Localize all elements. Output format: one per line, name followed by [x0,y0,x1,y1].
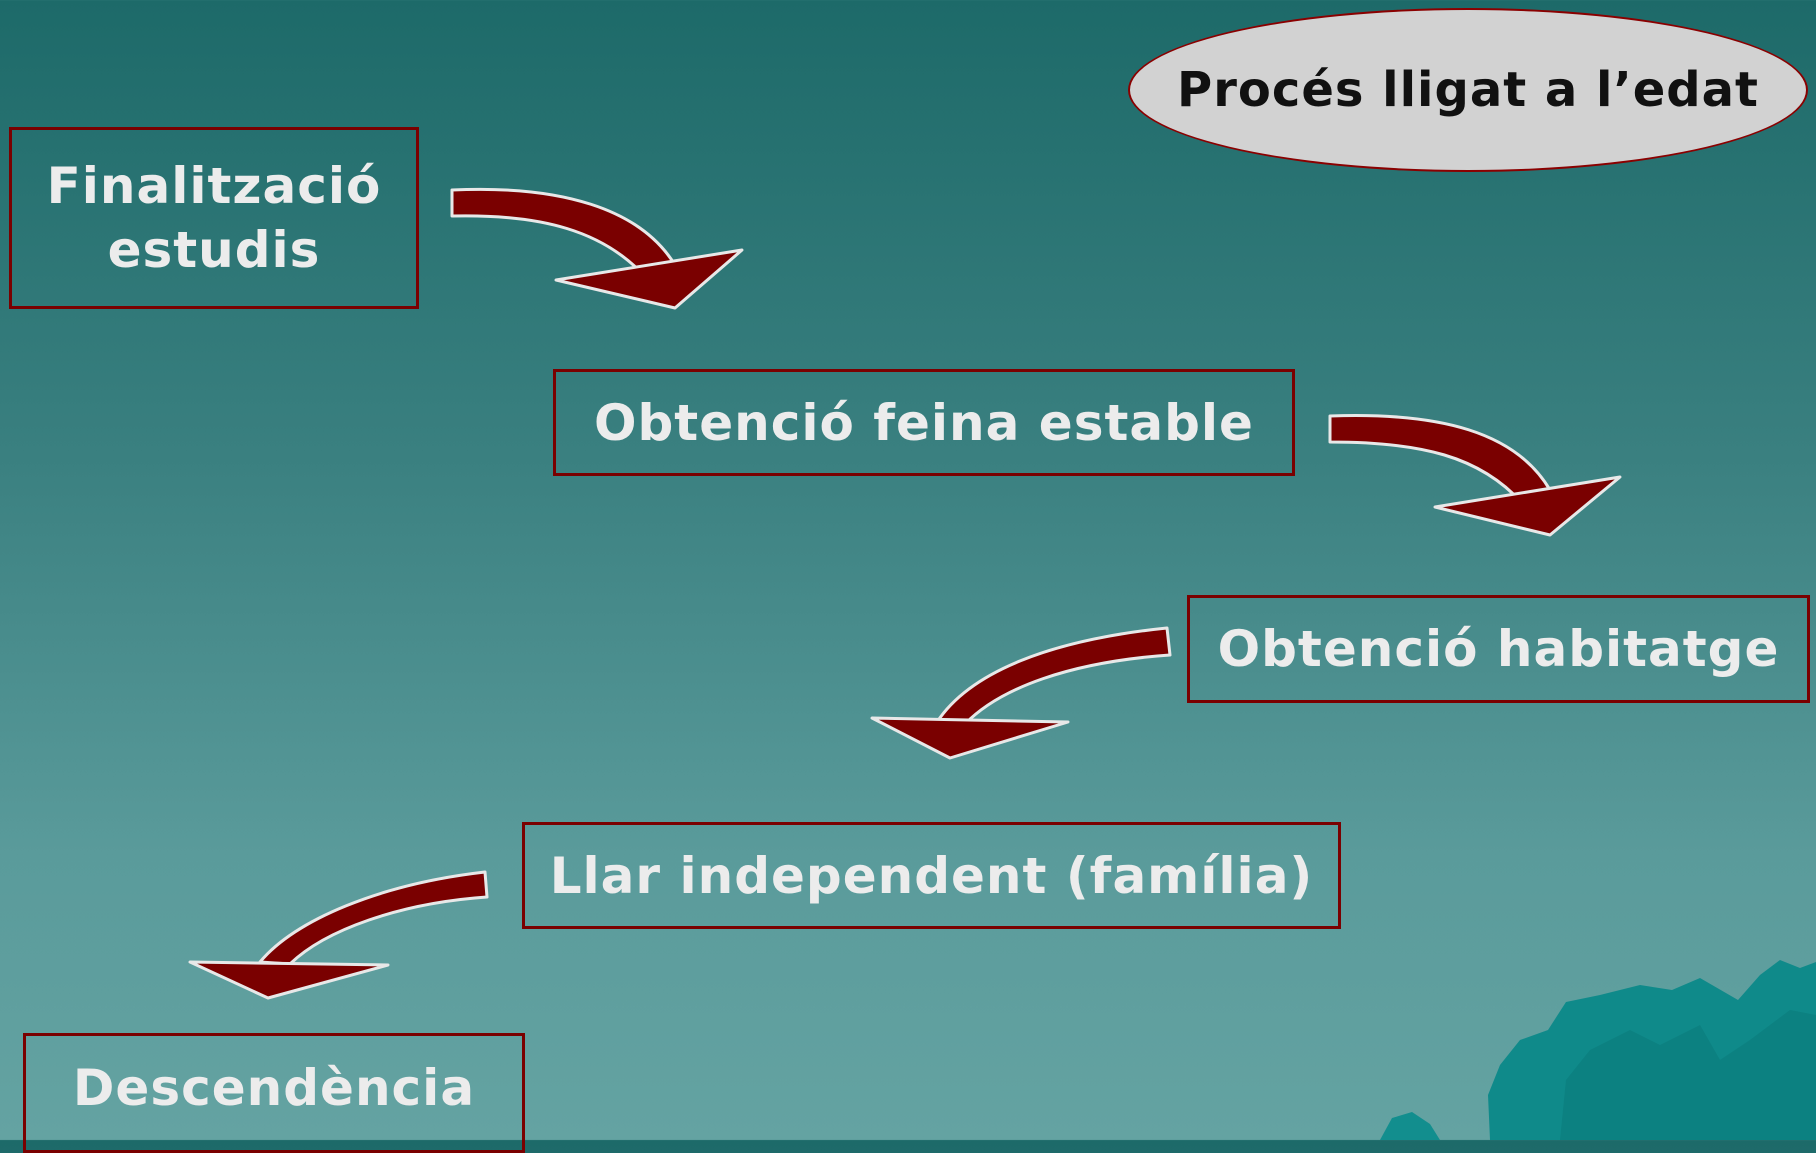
curved-arrow-icon [188,870,489,1000]
curved-arrow-icon [450,187,744,310]
step-obtencio-feina: Obtenció feina estable [553,369,1295,476]
step-label: Obtenció habitatge [1217,620,1780,678]
age-process-badge: Procés lligat a l’edat [1128,8,1808,172]
step-label: Obtenció feina estable [594,393,1254,452]
step-label: Llar independent (família) [549,846,1314,905]
badge-label: Procés lligat a l’edat [1177,62,1759,118]
step-descendencia: Descendència [23,1033,525,1153]
curved-arrow-icon [1328,414,1622,537]
step-llar-independent: Llar independent (família) [522,822,1341,929]
step-finalitzacio-estudis: Finalització estudis [9,127,419,309]
step-label: Finalització estudis [46,157,382,279]
step-obtencio-habitatge: Obtenció habitatge [1187,595,1810,703]
curved-arrow-icon [870,626,1172,760]
step-label: Descendència [72,1059,476,1117]
